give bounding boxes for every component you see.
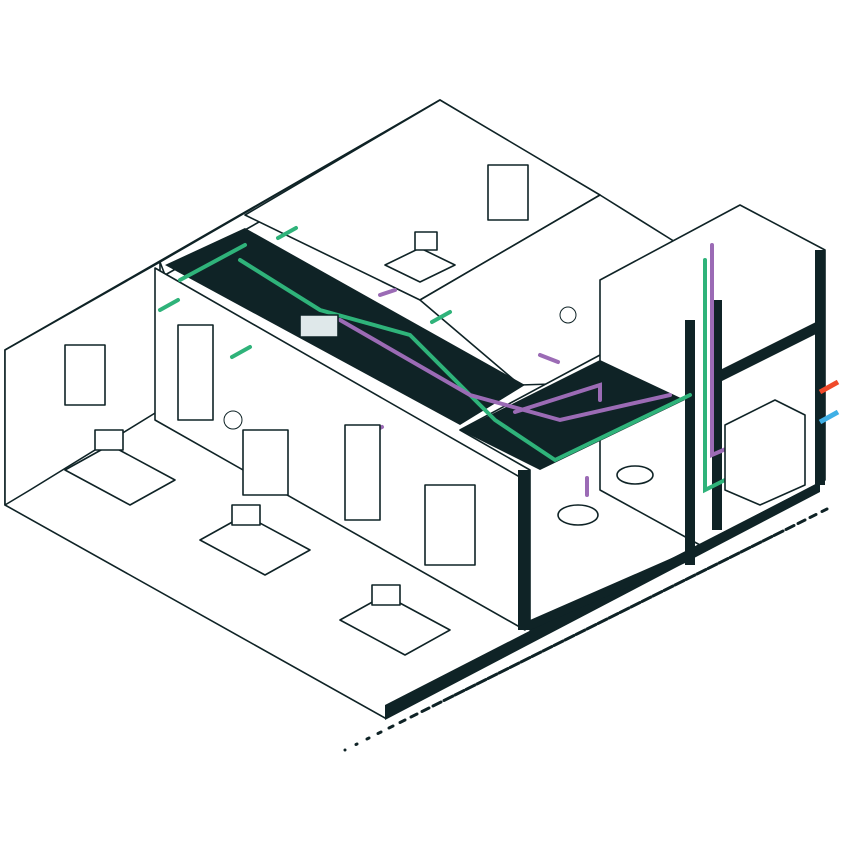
extract-duct xyxy=(513,382,602,414)
ground-dot xyxy=(462,689,466,692)
ground-dot xyxy=(495,672,499,676)
ground-dot xyxy=(660,590,664,593)
ground-dot xyxy=(473,683,477,687)
toilet-icon xyxy=(557,504,599,526)
sink-icon xyxy=(616,465,654,485)
ground-dot xyxy=(781,529,785,533)
ground-dot xyxy=(439,700,443,704)
ground-dot xyxy=(391,724,395,728)
plant-icon xyxy=(223,410,243,430)
ground-dot xyxy=(759,540,763,544)
ground-dot xyxy=(484,678,488,681)
ground-dot xyxy=(803,518,807,522)
ground-dot xyxy=(682,579,686,582)
ground-dot xyxy=(627,606,631,610)
shaft-wall xyxy=(685,320,695,565)
ground-dot xyxy=(451,694,455,698)
ground-dot xyxy=(638,601,642,604)
ground-dot xyxy=(671,584,675,588)
floor-slab-edge xyxy=(385,482,820,720)
ground-dot xyxy=(704,568,708,571)
ground-dot xyxy=(403,718,407,722)
plant-icon xyxy=(559,306,577,324)
window-icon xyxy=(487,164,529,221)
ground-dot xyxy=(693,573,697,577)
shaft-wall xyxy=(712,300,722,530)
ground-dot xyxy=(649,595,653,599)
extract-duct xyxy=(338,318,672,423)
exhaust-arrow-icon xyxy=(818,379,840,395)
ventilation-unit-icon xyxy=(299,314,339,338)
ground-dot xyxy=(550,645,554,648)
ground-dot xyxy=(517,661,521,665)
ground-dot xyxy=(561,639,565,643)
ceiling-void-bathroom xyxy=(460,360,685,470)
ground-dot xyxy=(737,551,741,555)
plant-room-floor-slab xyxy=(720,320,820,382)
supply-arrow-icon xyxy=(276,226,298,240)
ground-dot xyxy=(355,742,359,746)
supply-duct xyxy=(178,243,247,282)
extract-arrow-icon xyxy=(378,288,397,297)
door-icon xyxy=(177,324,214,421)
ground-dot xyxy=(715,562,719,566)
ground-dot xyxy=(572,634,576,637)
ground-dot xyxy=(616,612,620,615)
ground-dot xyxy=(415,712,419,716)
plant-room-wall xyxy=(815,250,825,485)
cabinet-icon xyxy=(242,429,289,496)
ground-shadow-dots xyxy=(343,507,829,752)
ground-dot xyxy=(770,535,774,538)
ground-dot xyxy=(343,748,347,752)
ground-dot xyxy=(367,736,371,740)
extract-arrow-icon xyxy=(538,353,560,364)
ground-dot xyxy=(379,730,383,734)
ground-dot xyxy=(814,513,818,516)
window-icon xyxy=(64,344,106,406)
desk-icon xyxy=(64,231,456,656)
ground-dot xyxy=(427,706,431,710)
supply-duct xyxy=(238,258,692,463)
ground-dot xyxy=(726,557,730,560)
ground-dot xyxy=(583,628,587,632)
ground-dot xyxy=(506,667,510,670)
ground-dot xyxy=(539,650,543,654)
ground-dot xyxy=(605,617,609,621)
supply-arrow-icon xyxy=(230,345,252,359)
fresh-air-arrow-icon xyxy=(818,409,840,425)
heat-recovery-unit xyxy=(724,399,806,506)
bathroom-wall-section xyxy=(518,470,530,630)
supply-arrow-icon xyxy=(158,298,180,312)
ground-dot xyxy=(825,507,829,511)
shelf-icon xyxy=(424,484,476,566)
ground-dot xyxy=(528,656,532,659)
door-icon xyxy=(344,424,381,521)
shaft-bottom xyxy=(530,550,690,630)
ground-dot xyxy=(594,623,598,626)
ground-dot xyxy=(748,546,752,549)
supply-arrow-icon xyxy=(430,310,452,324)
ground-dot xyxy=(792,524,796,527)
